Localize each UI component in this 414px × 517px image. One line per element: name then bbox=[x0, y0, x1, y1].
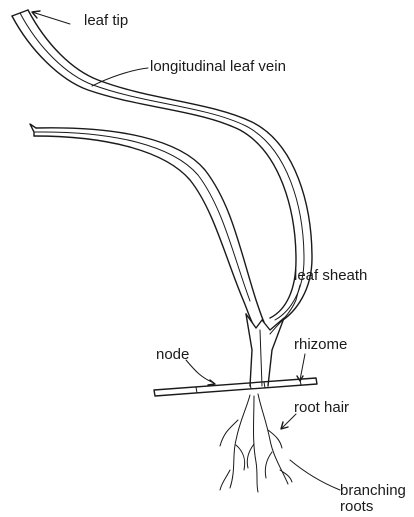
label-rhizome: rhizome bbox=[294, 336, 347, 353]
label-root-hair: root hair bbox=[294, 399, 349, 416]
label-branching-roots-line2: roots bbox=[340, 498, 373, 515]
label-node: node bbox=[156, 346, 189, 363]
label-pointers bbox=[32, 11, 340, 490]
short-leaf-blade bbox=[30, 124, 264, 322]
root-system bbox=[220, 394, 292, 492]
rhizome-stem bbox=[154, 378, 317, 396]
label-leaf-sheath: leaf sheath bbox=[294, 267, 367, 284]
label-branching-roots-line1: branching bbox=[340, 482, 406, 499]
label-longitudinal-leaf-vein: longitudinal leaf vein bbox=[150, 58, 286, 75]
long-leaf-blade bbox=[12, 10, 312, 322]
label-leaf-tip: leaf tip bbox=[84, 12, 128, 29]
